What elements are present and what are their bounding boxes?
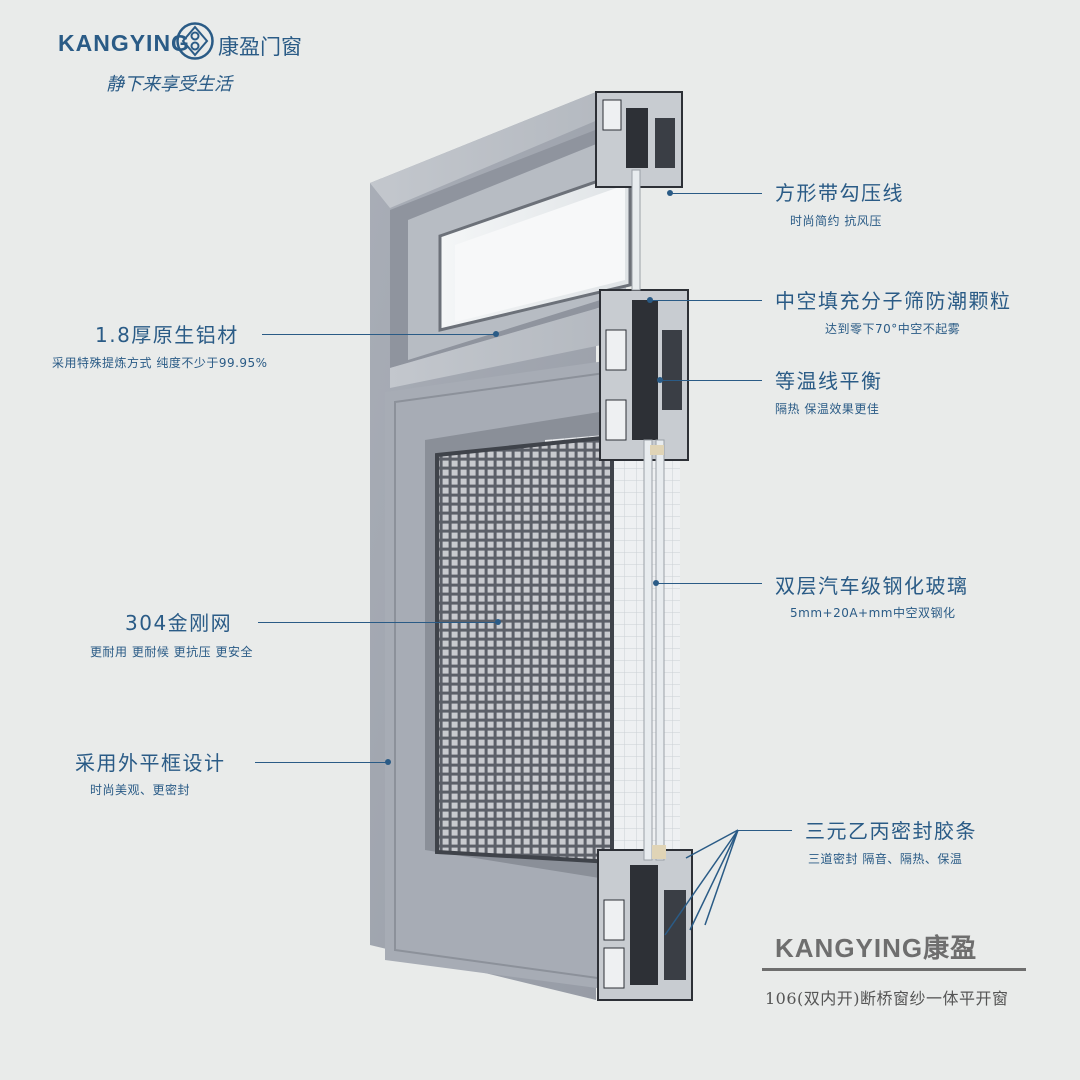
callout-aluminum-title: 1.8厚原生铝材 bbox=[95, 323, 239, 347]
callout-mesh-sub: 更耐用 更耐候 更抗压 更安全 bbox=[90, 645, 253, 659]
kangying-emblem-icon bbox=[176, 22, 214, 60]
leader-mesh bbox=[258, 622, 498, 623]
leader-isotherm bbox=[660, 380, 762, 381]
product-name: 106(双内开)断桥窗纱一体平开窗 bbox=[765, 989, 1009, 1008]
desiccant-spacer bbox=[650, 445, 664, 455]
leader-epdm bbox=[738, 830, 792, 831]
leader-dot-glass bbox=[653, 580, 659, 586]
callout-frame-design-sub: 时尚美观、更密封 bbox=[90, 783, 191, 797]
frame-top-bevel bbox=[370, 92, 626, 208]
leader-desiccant bbox=[650, 300, 762, 301]
lower-glass-edge-2 bbox=[655, 439, 665, 861]
leader-dot-mesh bbox=[495, 619, 501, 625]
leader-aluminum bbox=[262, 334, 496, 335]
logo-cn: 康盈门窗 bbox=[218, 35, 302, 59]
callout-desiccant-title: 中空填充分子筛防潮颗粒 bbox=[775, 289, 1012, 313]
callout-isotherm-sub: 隔热 保温效果更佳 bbox=[775, 402, 880, 416]
leader-glass bbox=[656, 583, 762, 584]
logo-wordmark: KANGYING bbox=[58, 30, 190, 56]
callout-square-bead-title: 方形带勾压线 bbox=[775, 181, 904, 205]
middle-profile-section bbox=[599, 289, 689, 461]
leader-dot-aluminum bbox=[493, 331, 499, 337]
callout-glass-sub: 5mm+20A+mm中空双钢化 bbox=[790, 606, 956, 620]
leader-dot-square-bead bbox=[667, 190, 673, 196]
lower-glass-edge-1 bbox=[643, 439, 653, 861]
upper-glass-reflection bbox=[455, 185, 625, 322]
upper-glass-edge bbox=[631, 169, 641, 291]
bottom-spacer bbox=[652, 845, 666, 859]
logo-slogan: 静下来享受生活 bbox=[106, 74, 232, 95]
callout-epdm-sub: 三道密封 隔音、隔热、保温 bbox=[808, 852, 963, 866]
leader-dot-frame-design bbox=[385, 759, 391, 765]
diamond-mesh bbox=[437, 437, 612, 862]
callout-square-bead-sub: 时尚简约 抗风压 bbox=[790, 214, 882, 228]
callout-mesh-title: 304金刚网 bbox=[125, 611, 233, 635]
leader-frame-design bbox=[255, 762, 388, 763]
callout-glass-title: 双层汽车级钢化玻璃 bbox=[775, 574, 969, 598]
brand-name: KANGYING康盈 bbox=[775, 933, 978, 963]
callout-desiccant-sub: 达到零下70°中空不起雾 bbox=[825, 322, 961, 336]
callout-frame-design-title: 采用外平框设计 bbox=[75, 751, 226, 775]
bottom-profile-section bbox=[597, 849, 693, 1001]
leader-dot-desiccant bbox=[647, 297, 653, 303]
transom-bar bbox=[390, 300, 626, 388]
callout-epdm-title: 三元乙丙密封胶条 bbox=[805, 819, 977, 843]
leader-square-bead bbox=[670, 193, 762, 194]
callout-isotherm-title: 等温线平衡 bbox=[775, 369, 883, 393]
leader-dot-isotherm bbox=[657, 377, 663, 383]
brand-divider bbox=[762, 968, 1026, 971]
callout-aluminum-sub: 采用特殊提炼方式 纯度不少于99.95% bbox=[52, 356, 268, 370]
